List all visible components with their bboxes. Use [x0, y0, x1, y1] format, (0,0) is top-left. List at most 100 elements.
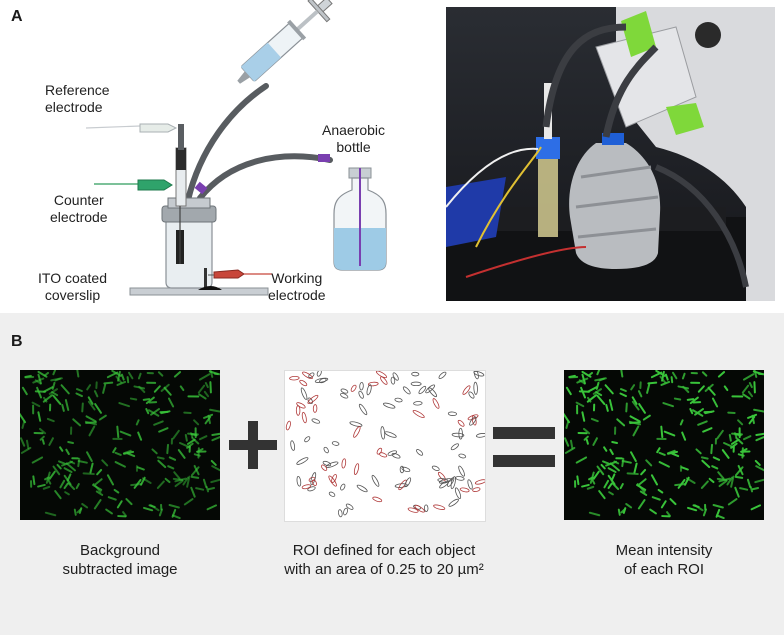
bacterium-cell — [658, 461, 670, 468]
bacterium-cell — [564, 413, 571, 424]
bacterium-cell — [657, 488, 664, 494]
roi-outline — [380, 426, 386, 440]
bacterium-cell — [186, 438, 196, 445]
roi-outline — [345, 503, 354, 510]
bacterium-cell — [581, 483, 590, 488]
bacterium-cell — [102, 383, 107, 394]
bacterium-cell — [65, 448, 70, 456]
bacterium-cell — [65, 462, 76, 472]
bacterium-cell — [174, 479, 184, 488]
bacterium-cell — [137, 431, 143, 441]
roi-outline — [353, 426, 361, 438]
bacterium-cell — [190, 475, 200, 479]
roi-outline — [394, 397, 403, 403]
roi-outline — [432, 398, 440, 409]
bacterium-cell — [660, 425, 664, 439]
roi-outline — [411, 371, 420, 377]
bacterium-cell — [198, 373, 211, 381]
roi-outline — [343, 507, 348, 516]
bacterium-cell — [198, 393, 207, 400]
bacterium-cell — [616, 418, 626, 427]
bacterium-cell — [596, 370, 601, 376]
bacterium-cell — [151, 448, 158, 455]
bacterium-cell — [715, 514, 725, 520]
bacterium-cell — [119, 430, 132, 437]
bacterium-cell — [209, 370, 214, 378]
roi-outline — [402, 386, 411, 395]
bacterium-cell — [723, 441, 735, 449]
bacterium-cell — [596, 394, 606, 405]
roi-outline — [414, 504, 425, 513]
bacterium-cell — [711, 465, 719, 470]
roi-outline — [321, 464, 328, 471]
bacterium-cell — [191, 436, 200, 445]
bacterium-cell — [133, 385, 146, 390]
roi-outline — [380, 376, 388, 385]
roi-outline — [349, 421, 363, 427]
bacterium-cell — [211, 465, 220, 472]
bacterium-cell — [45, 471, 51, 484]
bacterium-cell — [689, 396, 699, 405]
roi-outline — [358, 390, 364, 399]
bacterium-cell — [679, 419, 684, 426]
roi-outline — [353, 463, 360, 475]
bacterium-cell — [92, 483, 102, 493]
bacterium-cell — [603, 479, 610, 489]
bacterium-cell — [660, 500, 667, 509]
bacterium-cell — [157, 459, 167, 469]
bacterium-cell — [38, 427, 47, 435]
roi-outline — [459, 487, 470, 493]
roi-outline — [451, 432, 465, 438]
bacterium-cell — [575, 456, 588, 464]
bacterium-cell — [746, 478, 752, 489]
roi-outline — [340, 388, 349, 394]
bacterium-cell — [189, 432, 194, 439]
bacterium-cell — [167, 465, 175, 470]
bacterium-cell — [136, 466, 145, 471]
bacterium-cell — [77, 460, 88, 464]
bacterium-cell — [125, 498, 133, 506]
bacterium-cell — [569, 439, 574, 450]
roi-outline — [458, 465, 465, 477]
roi-outline — [328, 475, 337, 487]
roi-outline — [350, 384, 357, 392]
anaerobic-bottle-icon — [333, 167, 387, 271]
bacterium-cell — [111, 370, 122, 377]
bacterium-cell — [710, 443, 714, 455]
bacterium-cell — [598, 490, 606, 500]
roi-outline — [340, 483, 346, 491]
bacterium-cell — [613, 460, 620, 465]
roi-outline — [340, 393, 349, 399]
bacterium-cell — [702, 427, 713, 433]
bacterium-cell — [157, 371, 164, 377]
roi-outline — [447, 477, 455, 487]
roi-outline — [338, 509, 343, 518]
bacterium-cell — [630, 384, 636, 391]
bacterium-cell — [203, 413, 214, 419]
bacterium-cell — [575, 401, 585, 408]
roi-outline — [302, 371, 313, 380]
bacterium-cell — [207, 487, 216, 491]
bacterium-cell — [730, 438, 740, 445]
bacterium-cell — [37, 411, 42, 422]
roi-outline — [407, 507, 419, 513]
bacterium-cell — [168, 503, 180, 509]
bacterium-cell — [126, 452, 136, 458]
bacterium-cell — [156, 480, 165, 489]
bacterium-cell — [695, 448, 702, 455]
roi-outline — [398, 479, 407, 491]
bacterium-cell — [95, 490, 104, 496]
bacterium-cell — [75, 388, 83, 392]
bacterium-cell — [148, 504, 156, 508]
bacterium-cell — [137, 372, 142, 380]
bacterium-cell — [198, 435, 208, 441]
bacterium-cell — [621, 460, 632, 464]
bacterium-cell — [626, 472, 639, 476]
roi-outline — [467, 479, 473, 490]
bacterium-cell — [661, 370, 665, 382]
bacterium-cell — [196, 447, 204, 453]
bacterium-cell — [602, 460, 610, 465]
bacterium-cell — [656, 447, 661, 454]
roi-outline — [307, 486, 316, 492]
bacterium-cell — [190, 466, 200, 477]
